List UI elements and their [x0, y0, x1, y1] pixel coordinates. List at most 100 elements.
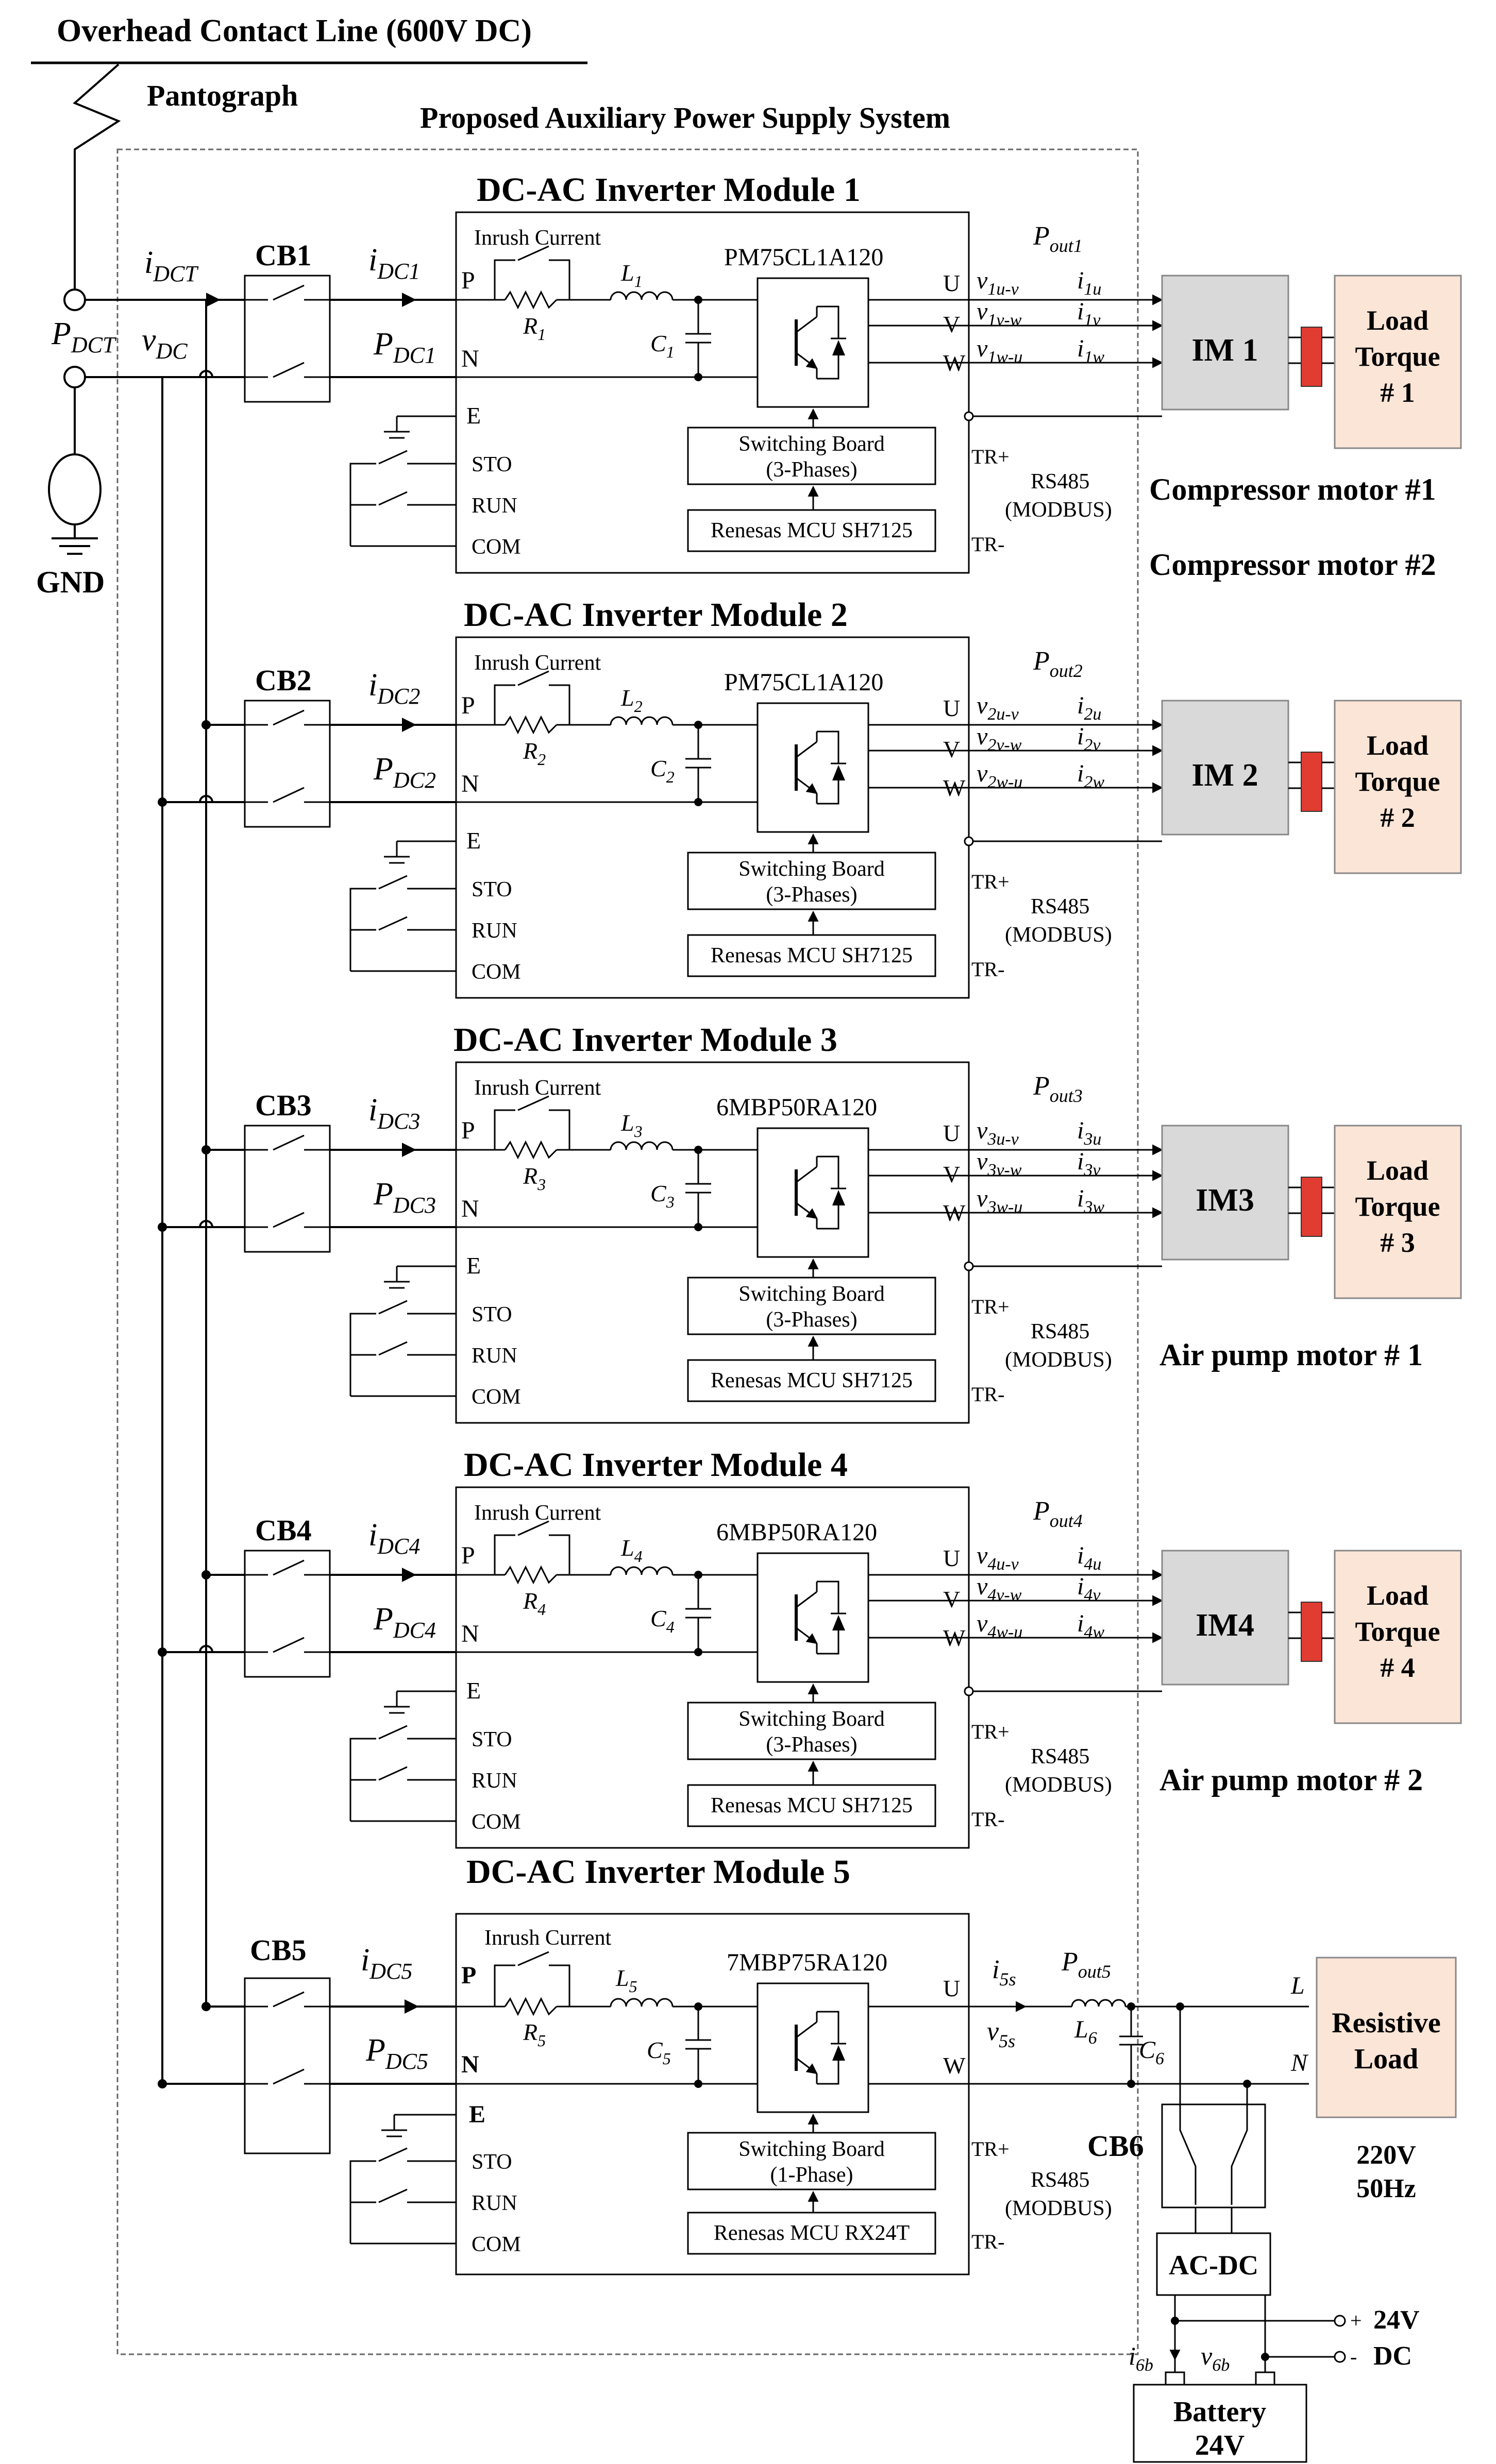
- svg-text:(3-Phases): (3-Phases): [766, 1308, 857, 1332]
- circuit-breaker-6[interactable]: [1161, 2103, 1266, 2208]
- resistor: [504, 1565, 558, 1585]
- svg-text:(MODBUS): (MODBUS): [1005, 498, 1112, 522]
- svg-text:i2u: i2u: [1077, 692, 1101, 724]
- inrush-label: Inrush Current: [474, 226, 601, 250]
- svg-text:50Hz: 50Hz: [1356, 2174, 1416, 2203]
- svg-text:Load: Load: [1367, 1580, 1428, 1611]
- svg-text:U: U: [943, 1975, 960, 2001]
- mcu-box: [687, 509, 936, 552]
- inrush-label: Inrush Current: [474, 1501, 601, 1525]
- svg-text:Torque: Torque: [1355, 766, 1440, 797]
- load-torque: [1334, 700, 1462, 874]
- svg-text:STO: STO: [472, 878, 512, 902]
- shaft-coupling: [1301, 752, 1322, 812]
- circuit-breaker[interactable]: [244, 1125, 331, 1253]
- svg-text:Torque: Torque: [1355, 341, 1440, 372]
- svg-text:V: V: [943, 311, 960, 337]
- battery: [1133, 2384, 1307, 2463]
- svg-text:v2v-w: v2v-w: [977, 723, 1022, 755]
- svg-text:V: V: [943, 1586, 960, 1612]
- motor-name: Air pump motor # 2: [1159, 1763, 1423, 1797]
- gnd-label: GND: [36, 565, 105, 599]
- ipm-box: [757, 277, 869, 408]
- load-torque: [1334, 275, 1462, 449]
- inrush-label: Inrush Current: [474, 1076, 601, 1100]
- ac-dc-converter: [1156, 2232, 1271, 2296]
- svg-text:TR-: TR-: [971, 1383, 1004, 1406]
- mcu-box: [687, 1359, 936, 1402]
- svg-text:TR+: TR+: [971, 1295, 1010, 1318]
- svg-text:TR-: TR-: [971, 958, 1004, 981]
- p-dc-label: PDC1: [373, 327, 436, 368]
- cb-label: CB5: [250, 1933, 307, 1967]
- load-torque: [1334, 1125, 1462, 1299]
- induction-motor: [1161, 1550, 1289, 1686]
- module-title: DC-AC Inverter Module 4: [464, 1446, 848, 1484]
- ipm-label: 6MBP50RA120: [716, 1519, 877, 1546]
- resistor: [504, 290, 558, 310]
- svg-text:C6: C6: [1139, 2036, 1164, 2068]
- svg-text:E: E: [469, 2101, 485, 2128]
- svg-text:Pout4: Pout4: [1033, 1497, 1083, 1531]
- svg-text:L6: L6: [1074, 2016, 1097, 2048]
- cb-label: CB3: [255, 1089, 312, 1122]
- svg-text:COM: COM: [472, 2233, 521, 2256]
- svg-text:Renesas MCU SH7125: Renesas MCU SH7125: [711, 1369, 913, 1392]
- ipm-box: [757, 1982, 869, 2113]
- switching-board: [687, 852, 936, 910]
- ipm-box: [757, 702, 869, 833]
- i-dc-label: iDC5: [361, 1943, 412, 1984]
- circuit-breaker[interactable]: [244, 700, 331, 828]
- system-boundary: [116, 148, 1139, 2355]
- circuit-breaker[interactable]: [244, 1977, 331, 2154]
- inrush-label: Inrush Current: [484, 1926, 611, 1950]
- svg-text:220V: 220V: [1356, 2140, 1416, 2170]
- svg-text:N: N: [461, 1195, 479, 1222]
- svg-text:Load: Load: [1367, 1155, 1428, 1186]
- svg-text:N: N: [461, 770, 479, 797]
- svg-text:N: N: [461, 2051, 479, 2078]
- svg-text:DC: DC: [1373, 2341, 1412, 2371]
- induction-motor: [1161, 275, 1289, 411]
- svg-text:Pout5: Pout5: [1061, 1947, 1111, 1982]
- svg-text:W: W: [943, 350, 966, 376]
- svg-text:N: N: [461, 345, 479, 372]
- svg-text:(3-Phases): (3-Phases): [766, 883, 857, 907]
- mcu-box: [687, 934, 936, 977]
- svg-text:P: P: [461, 267, 475, 294]
- shaft-coupling: [1301, 327, 1322, 387]
- p-dc-label: PDC5: [365, 2033, 428, 2074]
- diode-icon: [832, 765, 845, 780]
- svg-text:# 3: # 3: [1380, 1227, 1415, 1258]
- svg-text:RS485: RS485: [1031, 1745, 1089, 1769]
- svg-text:IM 2: IM 2: [1191, 758, 1258, 793]
- svg-text:RS485: RS485: [1031, 470, 1089, 494]
- svg-text:v1u-v: v1u-v: [977, 267, 1019, 299]
- resistive-load: [1316, 1957, 1457, 2118]
- svg-text:Load: Load: [1354, 2043, 1419, 2075]
- module-title: DC-AC Inverter Module 1: [477, 171, 861, 209]
- resistor: [504, 715, 558, 735]
- svg-text:W: W: [943, 1625, 966, 1651]
- p-dct-label: PDCT: [51, 316, 117, 358]
- svg-text:TR-: TR-: [971, 1808, 1004, 1831]
- svg-text:RUN: RUN: [472, 1344, 517, 1368]
- circuit-breaker[interactable]: [244, 275, 331, 403]
- ipm-box: [757, 1552, 869, 1683]
- svg-text:(MODBUS): (MODBUS): [1005, 1773, 1112, 1797]
- ground-machine: [48, 453, 102, 525]
- svg-text:Renesas MCU SH7125: Renesas MCU SH7125: [711, 1794, 913, 1817]
- inductor-l6: [1071, 1999, 1127, 2007]
- svg-text:Load: Load: [1367, 305, 1428, 336]
- svg-text:W: W: [943, 775, 966, 801]
- svg-text:RUN: RUN: [472, 919, 517, 943]
- svg-text:(MODBUS): (MODBUS): [1005, 2197, 1112, 2220]
- i-dc-label: iDC2: [368, 668, 420, 709]
- circuit-breaker[interactable]: [244, 1550, 331, 1678]
- i-dc-label: iDC1: [368, 243, 420, 284]
- v-dc-label: vDC: [142, 322, 188, 364]
